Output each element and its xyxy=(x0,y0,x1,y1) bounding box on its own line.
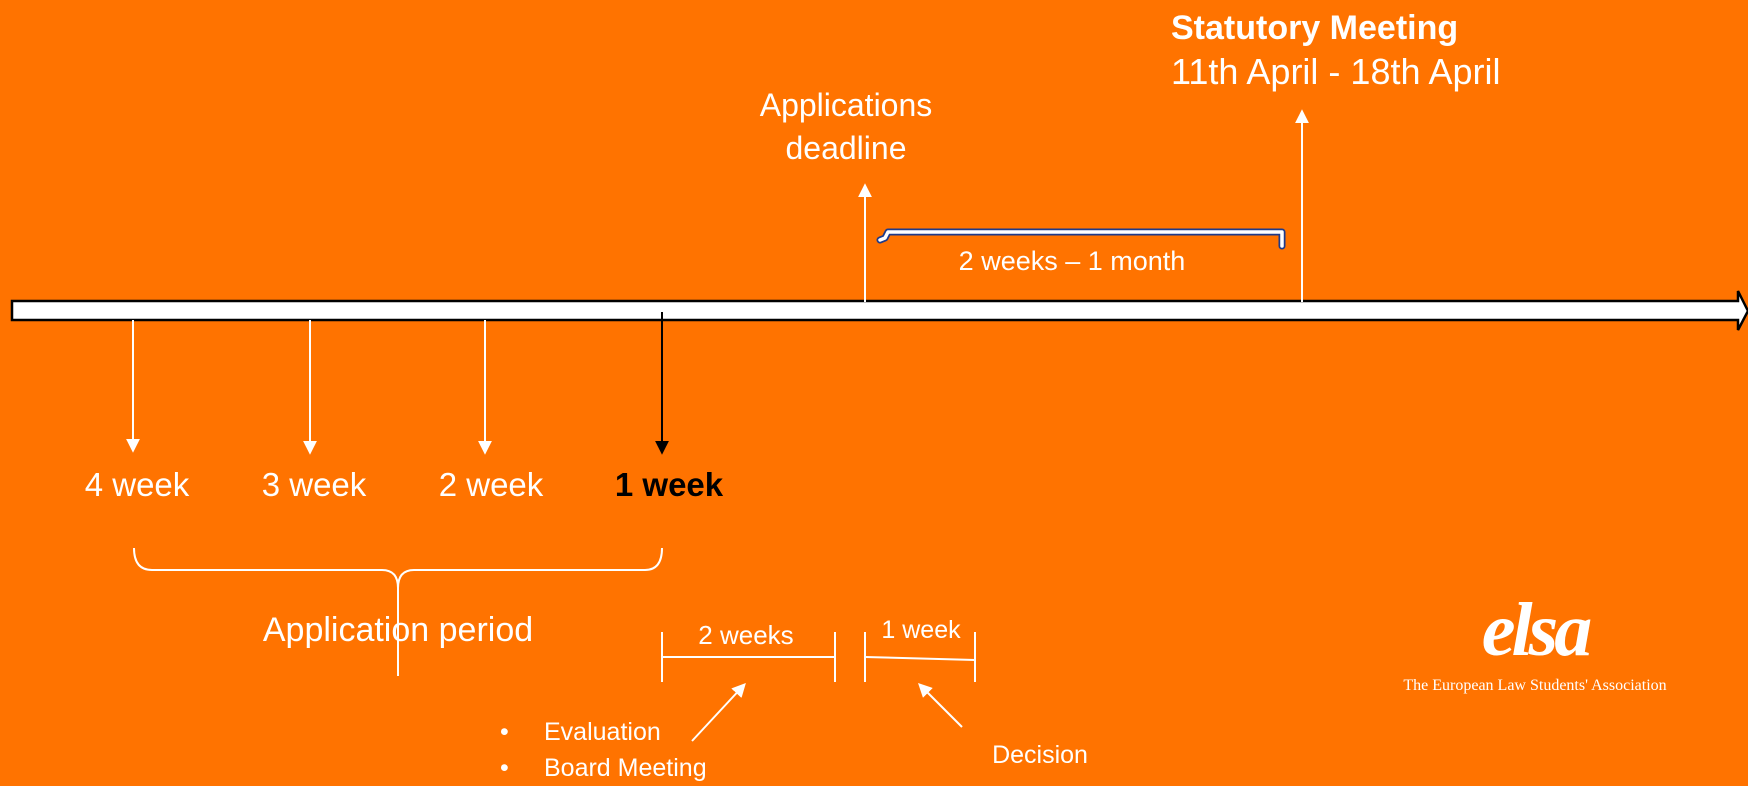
timeline-arrow xyxy=(10,290,1748,331)
applications-deadline-line1: Applications xyxy=(759,87,933,123)
application-period-label: Application period xyxy=(262,611,534,649)
decision-pointer-arrow xyxy=(918,683,963,728)
week-4-label: 4 week xyxy=(84,466,190,503)
applications-deadline-label: Applications deadline xyxy=(760,84,933,170)
decision-label: Decision xyxy=(992,741,1088,769)
statutory-meeting-title: Statutory Meeting xyxy=(1171,9,1459,47)
week-2-label: 2 week xyxy=(438,466,544,503)
statutory-meeting-label: Statutory Meeting 11th April - 18th Apri… xyxy=(1171,6,1501,94)
application-period-brace xyxy=(133,547,663,589)
week-3-label: 3 week xyxy=(261,466,367,503)
decision-span-marker xyxy=(864,632,976,682)
evaluation-span-marker xyxy=(661,632,836,682)
list-item: Evaluation xyxy=(500,714,707,750)
applications-deadline-line2: deadline xyxy=(785,130,907,166)
gap-bracket xyxy=(876,228,1286,250)
elsa-logo-tagline: The European Law Students' Association xyxy=(1403,677,1667,694)
week-1-label: 1 week xyxy=(614,466,724,503)
deadline-to-meeting-gap-label: 2 weeks – 1 month xyxy=(958,246,1186,276)
decision-span-label: 1 week xyxy=(881,616,961,644)
evaluation-span-label: 2 weeks xyxy=(698,620,794,650)
statutory-meeting-dates: 11th April - 18th April xyxy=(1171,51,1501,92)
evaluation-task-list: Evaluation Board Meeting xyxy=(500,714,707,786)
elsa-logo-wordmark: elsa xyxy=(1481,588,1592,672)
elsa-logo: elsa The European Law Students' Associat… xyxy=(1390,585,1680,695)
list-item: Board Meeting xyxy=(500,750,707,786)
